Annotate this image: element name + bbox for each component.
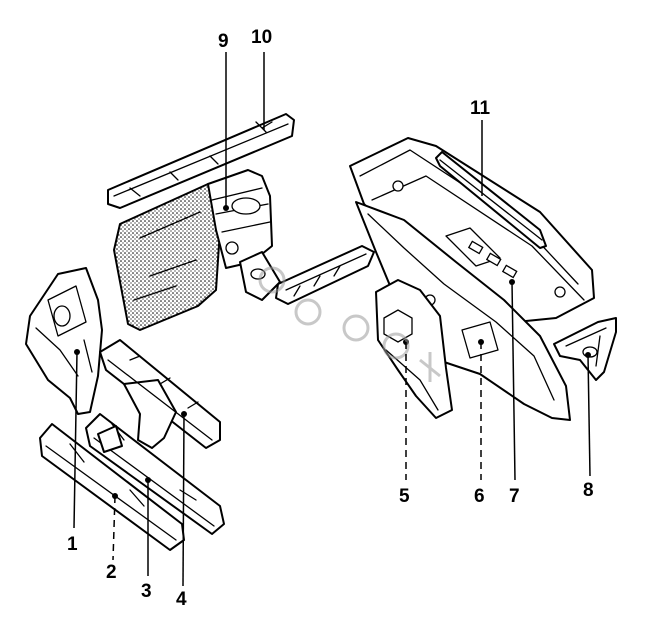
callout-7: 7	[509, 486, 520, 507]
watermark	[258, 266, 441, 382]
wheel-arch-strut-part	[113, 169, 273, 331]
callout-3: 3	[141, 581, 152, 602]
callout-6: 6	[474, 486, 485, 507]
lower-cross-beam-part	[85, 413, 225, 535]
callout-2: 2	[106, 562, 117, 583]
cowl-trim-strip-part	[435, 151, 547, 249]
callout-10: 10	[251, 27, 272, 48]
callout-1: 1	[67, 534, 78, 555]
small-gusset-part	[553, 317, 617, 381]
callout-9: 9	[218, 31, 229, 52]
callout-8: 8	[583, 480, 594, 501]
callout-5: 5	[399, 486, 410, 507]
callout-labels: 1 2 3 4 5 6 7 8 9 10 11	[67, 27, 594, 610]
front-cross-member-part	[99, 339, 221, 449]
callout-11: 11	[470, 98, 491, 119]
left-side-panel-part	[25, 267, 103, 415]
upper-rail-part	[107, 113, 295, 209]
leader-lines	[73, 52, 591, 587]
callout-4: 4	[176, 589, 187, 610]
